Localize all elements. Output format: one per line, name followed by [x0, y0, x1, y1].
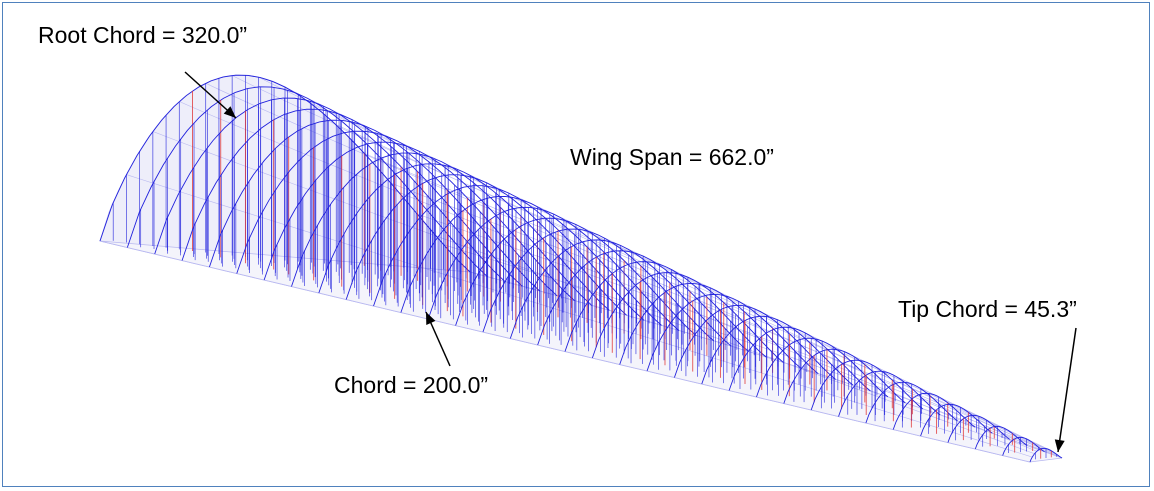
arrow-head: [1054, 439, 1065, 452]
chord-arrow: [425, 311, 451, 367]
tip-chord-arrow: [1054, 327, 1077, 453]
wing-rib-section: [838, 370, 941, 417]
callout-arrows: [184, 71, 1077, 453]
arrow-head: [223, 106, 236, 118]
wing-rib-section: [892, 392, 976, 430]
chord-label: Chord = 200.0”: [334, 372, 489, 398]
wing-rib-section: [126, 86, 488, 278]
wing-rib-section: [564, 261, 767, 358]
wing-rib-section: [291, 152, 593, 306]
wing-lower-surface: [99, 240, 1063, 463]
root-chord-arrow: [184, 71, 237, 119]
tip-chord-label: Tip Chord = 45.3”: [898, 296, 1077, 322]
wing-rib-section: [810, 359, 923, 411]
wing-rib-section: [400, 196, 662, 326]
wing-ribs: [99, 74, 1063, 463]
wing-rib-section: [482, 228, 715, 342]
wing-rib-section: [208, 119, 540, 292]
arrow-head: [426, 312, 436, 325]
wing-rib-section: [974, 425, 1028, 450]
root-chord-label: Root Chord = 320.0”: [38, 22, 248, 48]
wing-rib-section: [1002, 436, 1045, 456]
wing-rib-section: [318, 163, 610, 311]
wing-rib-section: [728, 326, 871, 392]
wing-rib-section: [920, 403, 993, 437]
wing-span-label: Wing Span = 662.0”: [570, 144, 774, 170]
wing-rib-section: [154, 97, 506, 282]
arrow-shaft: [1057, 327, 1077, 453]
